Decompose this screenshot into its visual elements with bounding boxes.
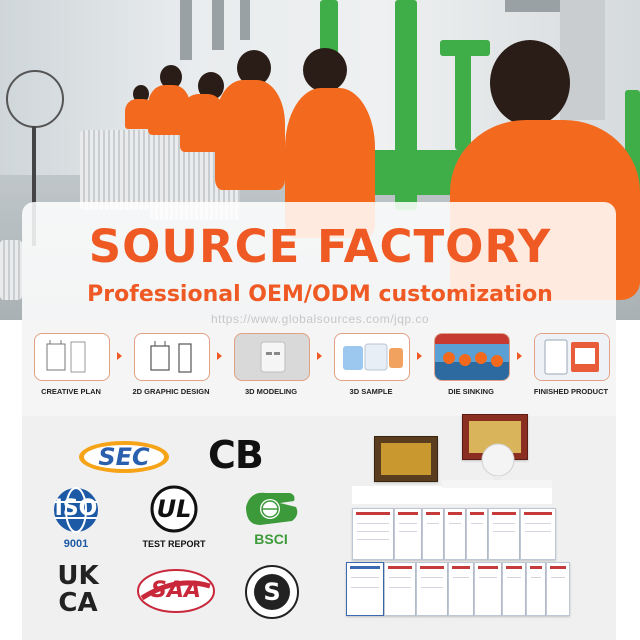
bsci-logo-text: BSCI: [254, 531, 288, 547]
certificate-document: [394, 508, 422, 560]
machine-pipe: [240, 0, 250, 40]
charger-outline-icon: [150, 341, 192, 373]
machine-pipe: [180, 0, 192, 60]
cb-logo: CB: [208, 433, 264, 477]
injection-machine: [455, 40, 471, 150]
certificate-document: [502, 562, 526, 616]
ul-test-report-logo: UL TEST REPORT: [136, 484, 212, 552]
step-label: CREATIVE PLAN: [41, 387, 101, 396]
hero-title: SOURCE FACTORY: [88, 220, 552, 273]
step-3d-modeling-image: [234, 333, 310, 381]
certificate-document: [466, 508, 488, 560]
certificate-document: [444, 508, 466, 560]
step-arrow: [417, 352, 422, 360]
cable-bundle: [80, 130, 150, 210]
ul-caption: TEST REPORT: [142, 539, 206, 549]
charger-3d-icon: [260, 341, 286, 373]
sec-logo: SEC: [78, 440, 170, 474]
iso-logo-text: ISO: [54, 496, 98, 521]
charger-sketch-icon: [46, 340, 86, 373]
ukca-top-text: UK: [57, 561, 99, 591]
certificate-document: [546, 562, 570, 616]
machine-pipe: [505, 0, 565, 12]
step-arrow: [217, 352, 222, 360]
step-label: FINISHED PRODUCT: [533, 387, 609, 396]
certificate-document: [384, 562, 416, 616]
certificate-document: [488, 508, 520, 560]
iso-9001-logo: ISO 9001: [46, 486, 106, 554]
certificate-document: [526, 562, 546, 616]
hand-globe-icon: [246, 492, 298, 525]
ul-logo-text: UL: [156, 495, 192, 523]
die-sinking-photo-icon: [435, 334, 509, 380]
step-die-sinking-image: [434, 333, 510, 381]
saa-logo-text: SAA: [151, 578, 201, 603]
sec-logo-text: SEC: [98, 443, 150, 471]
step-2d-design-image: [134, 333, 210, 381]
certificate-document: [448, 562, 474, 616]
step-3d-sample-image: [334, 333, 410, 381]
step-finished-product-image: [534, 333, 610, 381]
cable-bundle: [0, 240, 22, 300]
s-mark-text: S: [263, 578, 281, 606]
step-arrow: [317, 352, 322, 360]
certificate-document: [520, 508, 556, 560]
certificate-document: [352, 508, 394, 560]
ukca-logo: UK CA: [50, 563, 106, 619]
s-mark-logo: S: [244, 564, 300, 620]
step-label: 3D MODELING: [244, 387, 298, 396]
step-arrow: [117, 352, 122, 360]
watermark-url: https://www.globalsources.com/jqp.co: [210, 312, 430, 326]
globe-icon: [54, 487, 98, 533]
award-plaque: [374, 436, 438, 482]
floor-fan: [6, 70, 64, 246]
step-label: 3D SAMPLE: [349, 387, 393, 396]
hero-subtitle: Professional OEM/ODM customization: [87, 282, 553, 307]
charger-sample-icon: [343, 343, 403, 371]
iso-number: 9001: [63, 538, 89, 550]
step-creative-plan-image: [34, 333, 110, 381]
ukca-bottom-text: CA: [58, 588, 98, 618]
saa-logo: SAA: [136, 568, 216, 614]
process-section: [22, 320, 616, 416]
bsci-logo: BSCI: [240, 487, 302, 553]
step-arrow: [517, 352, 522, 360]
machine-pipe: [212, 0, 224, 50]
step-label: 2D GRAPHIC DESIGN: [132, 387, 210, 396]
finished-product-icon: [535, 334, 609, 380]
display-stand: [352, 480, 552, 504]
certificate-document: [416, 562, 448, 616]
title-panel: [22, 202, 616, 320]
certificate-document: [474, 562, 502, 616]
machine-pipe: [560, 0, 605, 120]
certificate-document: [422, 508, 444, 560]
certificate-document: [346, 562, 384, 616]
step-label: DIE SINKING: [448, 387, 494, 396]
